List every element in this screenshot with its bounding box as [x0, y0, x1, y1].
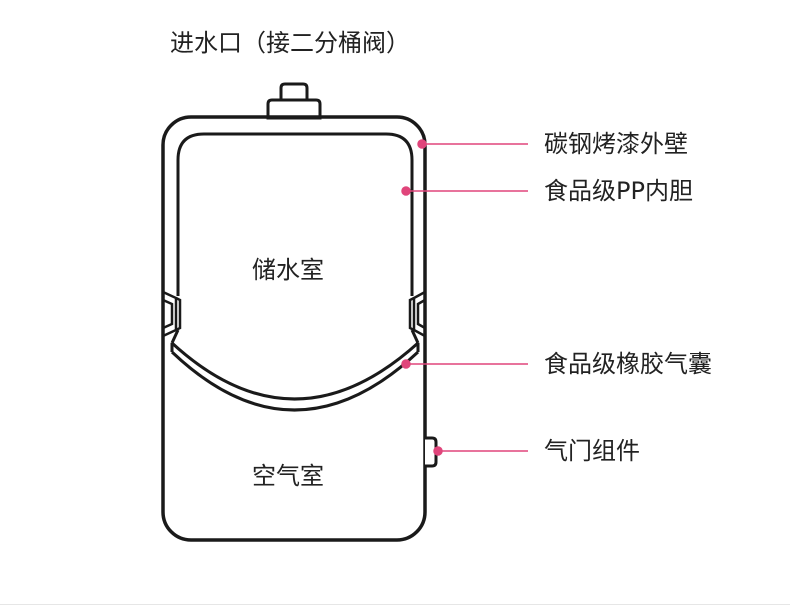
outer-wall — [161, 115, 427, 542]
callout-inner-liner: 食品级PP内胆 — [544, 177, 693, 205]
clamp-ring-left — [162, 290, 182, 338]
clamp-ring-right — [408, 290, 426, 338]
bottom-divider — [0, 604, 790, 605]
callout-valve: 气门组件 — [544, 437, 640, 465]
inlet-nozzle — [266, 82, 322, 120]
inner-liner — [176, 132, 414, 296]
inlet-label: 进水口（接二分桶阀） — [170, 29, 410, 57]
callout-outer-wall: 碳钢烤漆外壁 — [544, 130, 688, 158]
air-chamber-label: 空气室 — [252, 462, 324, 490]
rubber-bladder — [170, 329, 420, 412]
callout-bladder: 食品级橡胶气囊 — [544, 350, 712, 378]
leader-lines — [401, 139, 528, 456]
storage-chamber-label: 储水室 — [252, 256, 324, 284]
